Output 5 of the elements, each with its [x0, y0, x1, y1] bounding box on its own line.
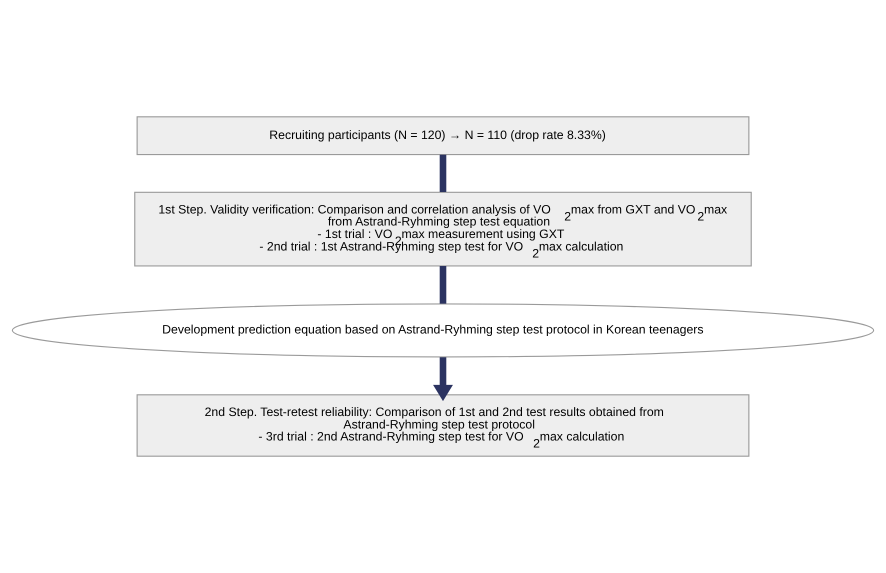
connector — [440, 266, 446, 304]
connector — [440, 154, 446, 192]
node-box: Recruiting participants (N = 120) → N = 110 (drop rate 8.33%) — [136, 116, 750, 156]
arrow — [433, 357, 453, 402]
node-ellipse: Development prediction equation based on Astrand-Ryhming step test protocol in Korean teenagers — [12, 303, 874, 358]
